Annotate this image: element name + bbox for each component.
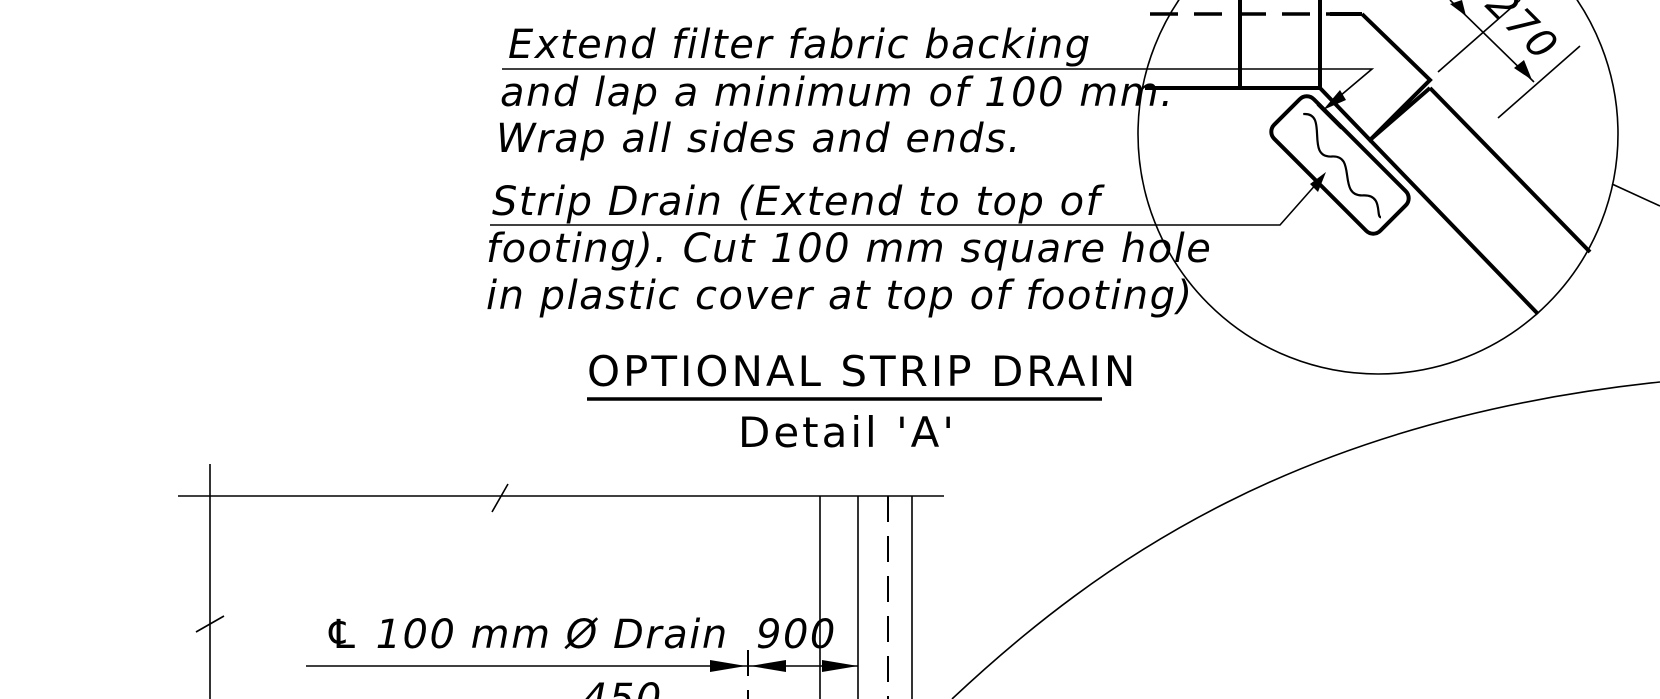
strip-drain-note-line-1: Strip Drain (Extend to top of <box>492 179 1106 225</box>
dim-450-label: 450 <box>582 676 663 699</box>
fabric-leader-line <box>1130 68 1375 97</box>
strip-drain-note-line-3: in plastic cover at top of footing) <box>486 273 1194 319</box>
fabric-tick <box>1316 102 1344 130</box>
dim-900-label: 900 <box>756 612 837 658</box>
break-mark-left <box>195 615 225 633</box>
detail-circle <box>1137 0 1619 375</box>
strip-drain-note-line-2: footing). Cut 100 mm square hole <box>486 226 1212 272</box>
detail-title: OPTIONAL STRIP DRAIN <box>587 347 1138 396</box>
strip-drain-core-wave <box>1303 112 1382 219</box>
filter-fabric-note-line-2: and lap a minimum of 100 mm. <box>500 70 1174 116</box>
filter-fabric-note-line-3: Wrap all sides and ends. <box>496 116 1022 162</box>
wall-section: ℄ 100 mm Ø Drain 900 450 <box>178 464 944 699</box>
detail-title-block: OPTIONAL STRIP DRAIN Detail 'A' <box>587 347 1138 457</box>
strip-drain-leader-arrowhead <box>1310 172 1326 192</box>
filter-fabric-note: Extend filter fabric backing and lap a m… <box>496 22 1174 162</box>
dim-270-arrow-1 <box>1450 0 1466 16</box>
dim-270-ext-2 <box>1497 45 1581 119</box>
dim-270-ext-1 <box>1437 0 1521 73</box>
fabric-leader-arrowhead <box>1323 90 1346 110</box>
dim-900-arrow-left <box>750 660 786 672</box>
break-mark-top <box>491 483 509 513</box>
leader-curve-large <box>951 381 1660 699</box>
leader-line-upper-right <box>1611 183 1660 207</box>
drain-arrow-right <box>710 660 746 672</box>
dim-270-label: 270 <box>1477 0 1567 70</box>
dim-270-arrow-2 <box>1514 60 1532 80</box>
dim-900-arrow-right <box>822 660 858 672</box>
footing-diagonal-4 <box>1368 86 1432 142</box>
detail-subtitle: Detail 'A' <box>738 408 957 457</box>
footing-diagonal-3 <box>1368 138 1540 316</box>
filter-fabric-note-line-1: Extend filter fabric backing <box>508 22 1092 68</box>
footing-diagonal-2 <box>1428 86 1592 254</box>
strip-drain-note: Strip Drain (Extend to top of footing). … <box>486 179 1212 319</box>
drain-note: ℄ 100 mm Ø Drain <box>324 612 729 658</box>
strip-drain-leader-line <box>490 181 1319 226</box>
footing-diagonal-1 <box>1318 12 1433 143</box>
